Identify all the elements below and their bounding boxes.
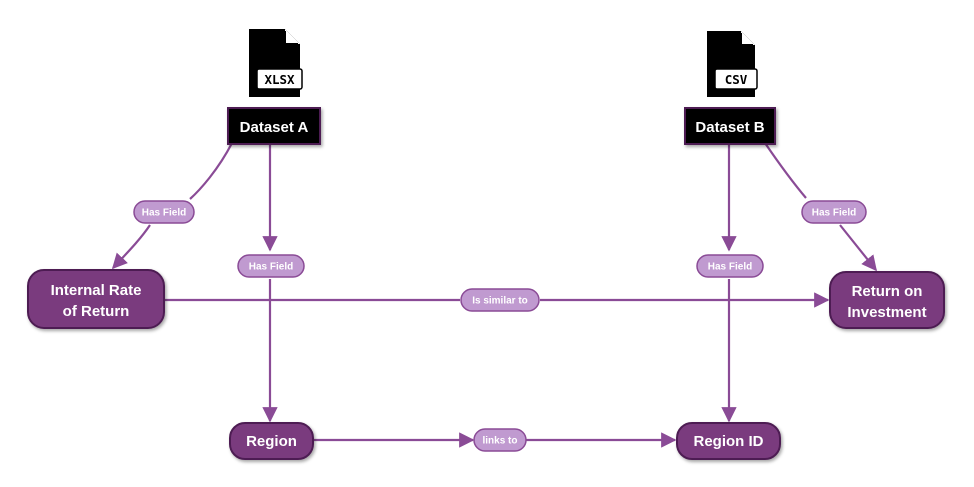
irr-node[interactable]: Internal Rate of Return bbox=[27, 269, 165, 329]
roi-label-line-1: Return on bbox=[852, 283, 923, 300]
dataset-a-node[interactable]: Dataset A bbox=[227, 107, 321, 145]
document-icon: XLSX bbox=[249, 29, 303, 97]
edge-label-b-roi: Has Field bbox=[801, 200, 867, 224]
region-label: Region bbox=[246, 433, 297, 450]
edge-label-text: Has Field bbox=[249, 262, 293, 273]
region-id-node[interactable]: Region ID bbox=[676, 422, 781, 460]
edge-label-text: Has Field bbox=[812, 208, 856, 219]
edge-label-text: Has Field bbox=[142, 208, 186, 219]
dataset-b-node[interactable]: Dataset B bbox=[684, 107, 776, 145]
edges bbox=[113, 142, 876, 448]
region-node[interactable]: Region bbox=[229, 422, 314, 460]
edge-label-b-region-id: Has Field bbox=[696, 254, 764, 278]
edge-label-a-region: Has Field bbox=[237, 254, 305, 278]
dataset-a-label: Dataset A bbox=[240, 119, 309, 136]
file-extension-label: XLSX bbox=[264, 72, 295, 87]
edge-label-similar: Is similar to bbox=[460, 288, 540, 312]
roi-label-line-2: Investment bbox=[847, 304, 926, 321]
roi-node[interactable]: Return on Investment bbox=[829, 271, 945, 329]
region-id-label: Region ID bbox=[694, 433, 764, 450]
edge-label-text: links to bbox=[482, 436, 517, 447]
edge-label-links: links to bbox=[473, 428, 527, 452]
document-icon: CSV bbox=[707, 31, 758, 97]
edge-label-text: Is similar to bbox=[472, 296, 528, 307]
irr-label-line-1: Internal Rate bbox=[51, 282, 142, 299]
edge-dataset-b-to-roi bbox=[764, 142, 876, 270]
edge-label-a-irr: Has Field bbox=[133, 200, 195, 224]
edge-label-text: Has Field bbox=[708, 262, 752, 273]
edge-dataset-a-to-irr bbox=[113, 142, 233, 268]
file-extension-label: CSV bbox=[725, 72, 748, 87]
irr-label-line-2: of Return bbox=[63, 303, 130, 320]
dataset-b-label: Dataset B bbox=[695, 119, 764, 136]
